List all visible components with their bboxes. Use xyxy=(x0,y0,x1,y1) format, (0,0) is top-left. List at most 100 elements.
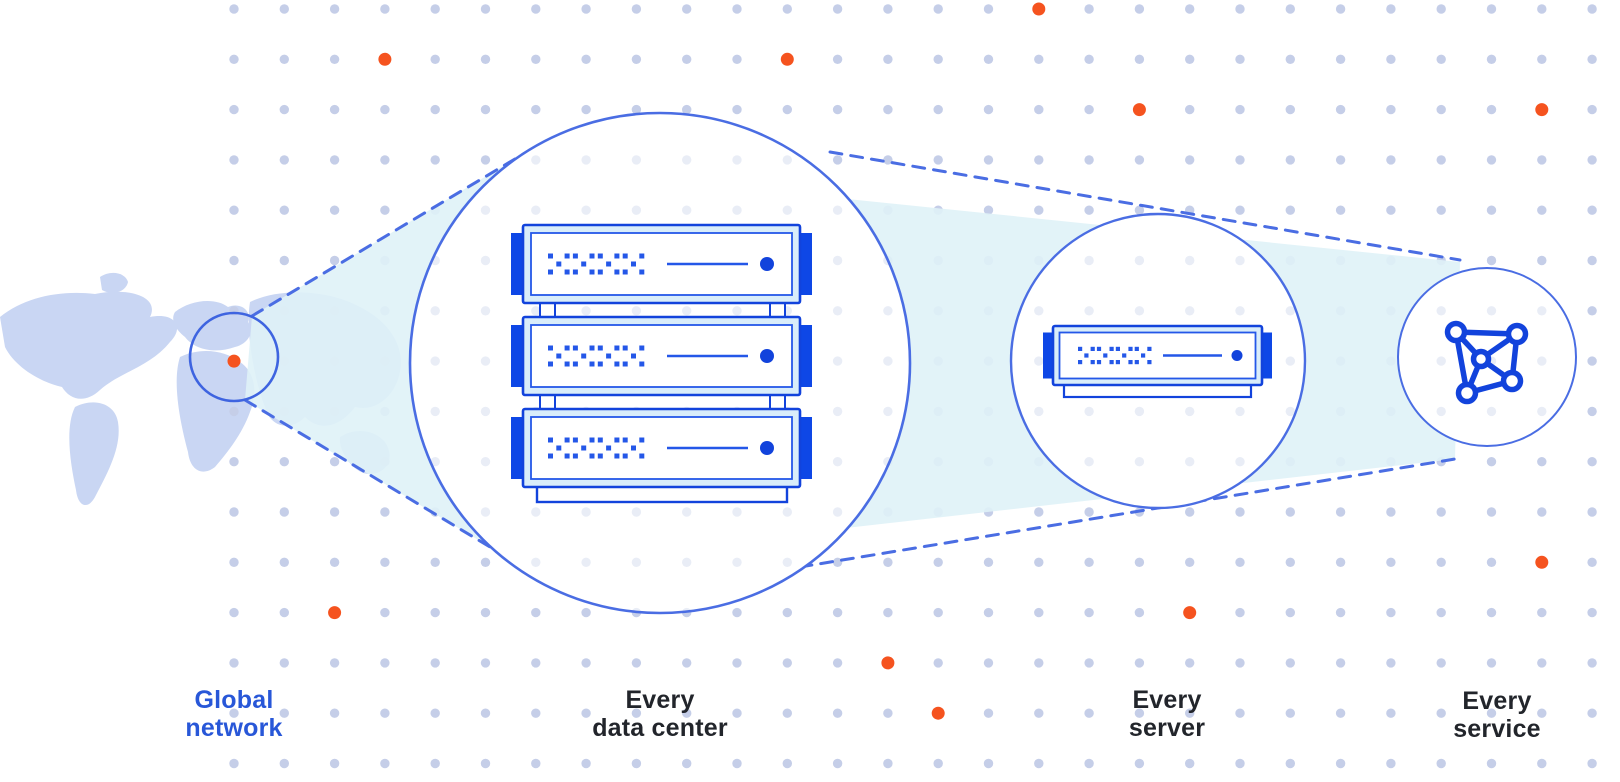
server-side-tab xyxy=(798,417,812,479)
orange-dot xyxy=(931,706,945,720)
grid-dot xyxy=(480,507,491,517)
grid-dot xyxy=(832,607,843,618)
grid-dot xyxy=(1537,758,1547,769)
grid-dot xyxy=(832,708,843,718)
grid-dot xyxy=(1587,507,1597,517)
grid-dot xyxy=(1335,104,1346,115)
data-center-circle xyxy=(408,111,912,615)
grid-dot xyxy=(430,104,440,115)
grid-dot xyxy=(329,507,340,517)
led-square xyxy=(572,345,578,351)
continent-shape xyxy=(69,402,119,506)
grid-dot xyxy=(1285,4,1296,14)
grid-dot xyxy=(883,708,893,718)
orange-dot xyxy=(1535,555,1549,569)
grid-dot xyxy=(329,708,340,718)
grid-dot xyxy=(732,104,742,115)
grid-dot xyxy=(531,758,541,769)
grid-dot xyxy=(1335,708,1346,718)
led-square xyxy=(572,437,578,443)
grid-dot xyxy=(933,104,943,115)
grid-dot xyxy=(480,54,491,64)
grid-dot xyxy=(1335,4,1346,14)
grid-dot xyxy=(1134,255,1145,266)
grid-dot xyxy=(631,155,642,165)
grid-dot xyxy=(1537,255,1547,266)
continent-shape xyxy=(173,300,251,351)
grid-dot xyxy=(832,557,843,567)
grid-dot xyxy=(1537,356,1547,366)
led-square xyxy=(589,361,595,367)
grid-dot xyxy=(782,507,792,517)
grid-dot xyxy=(1436,306,1446,316)
grid-dot xyxy=(329,155,340,165)
label-line: server xyxy=(1128,714,1206,742)
grid-dot xyxy=(1587,457,1597,467)
led-square xyxy=(589,345,595,351)
led-square xyxy=(1115,360,1120,365)
orange-dot xyxy=(378,52,392,66)
grid-dot xyxy=(1034,155,1044,165)
grid-dot xyxy=(1537,708,1547,718)
grid-dot xyxy=(430,155,440,165)
grid-dot xyxy=(1486,457,1497,467)
grid-dot xyxy=(1335,507,1346,517)
grid-dot xyxy=(229,708,239,718)
led-square xyxy=(1147,346,1152,351)
led-square xyxy=(581,353,587,359)
grid-dot xyxy=(1537,658,1547,668)
grid-dot xyxy=(631,306,642,316)
grid-dot xyxy=(1084,306,1094,316)
grid-dot xyxy=(732,658,742,668)
mesh-node xyxy=(1470,348,1492,370)
grid-dot xyxy=(1185,4,1195,14)
grid-dot xyxy=(1486,4,1497,14)
grid-dot xyxy=(380,708,390,718)
grid-dot xyxy=(480,104,491,115)
server-side-tab xyxy=(511,325,525,387)
grid-dot xyxy=(1486,758,1497,769)
grid-dot xyxy=(782,4,792,14)
label-every-data-center: Every data center xyxy=(592,686,728,742)
led-square xyxy=(1096,346,1102,351)
grid-dot xyxy=(732,155,742,165)
grid-dot xyxy=(1084,205,1094,215)
led-square xyxy=(556,445,562,451)
led-square xyxy=(1084,353,1089,358)
grid-dot xyxy=(883,155,893,165)
grid-dot xyxy=(782,758,792,769)
grid-dot xyxy=(279,155,289,165)
grid-dot xyxy=(883,356,893,366)
led-square xyxy=(1115,346,1120,351)
led-square xyxy=(1078,360,1083,365)
grid-dot xyxy=(430,708,440,718)
grid-dot xyxy=(1034,54,1044,64)
grid-dot xyxy=(1235,607,1245,618)
grid-dot xyxy=(480,255,491,266)
led-square xyxy=(1122,353,1127,358)
led-square xyxy=(622,453,628,459)
label-every-service: Every service xyxy=(1453,687,1541,743)
grid-dot xyxy=(883,306,893,316)
grid-dot xyxy=(430,406,440,417)
grid-dot xyxy=(983,104,994,115)
grid-dot xyxy=(581,155,591,165)
grid-dot xyxy=(1185,155,1195,165)
grid-dot xyxy=(1034,507,1044,517)
grid-dot xyxy=(480,406,491,417)
grid-dot xyxy=(1084,658,1094,668)
grid-dot xyxy=(1436,356,1446,366)
grid-dot xyxy=(1587,708,1597,718)
grid-dot xyxy=(682,758,692,769)
grid-dot xyxy=(1436,507,1446,517)
grid-dot xyxy=(983,607,994,618)
grid-dot xyxy=(782,205,792,215)
server-power-dot xyxy=(760,257,774,271)
grid-dot xyxy=(933,557,943,567)
grid-dot xyxy=(1134,708,1145,718)
grid-dot xyxy=(1134,406,1145,417)
grid-dot xyxy=(631,205,642,215)
grid-dot xyxy=(983,708,994,718)
led-square xyxy=(1109,346,1114,351)
led-square xyxy=(572,453,578,459)
